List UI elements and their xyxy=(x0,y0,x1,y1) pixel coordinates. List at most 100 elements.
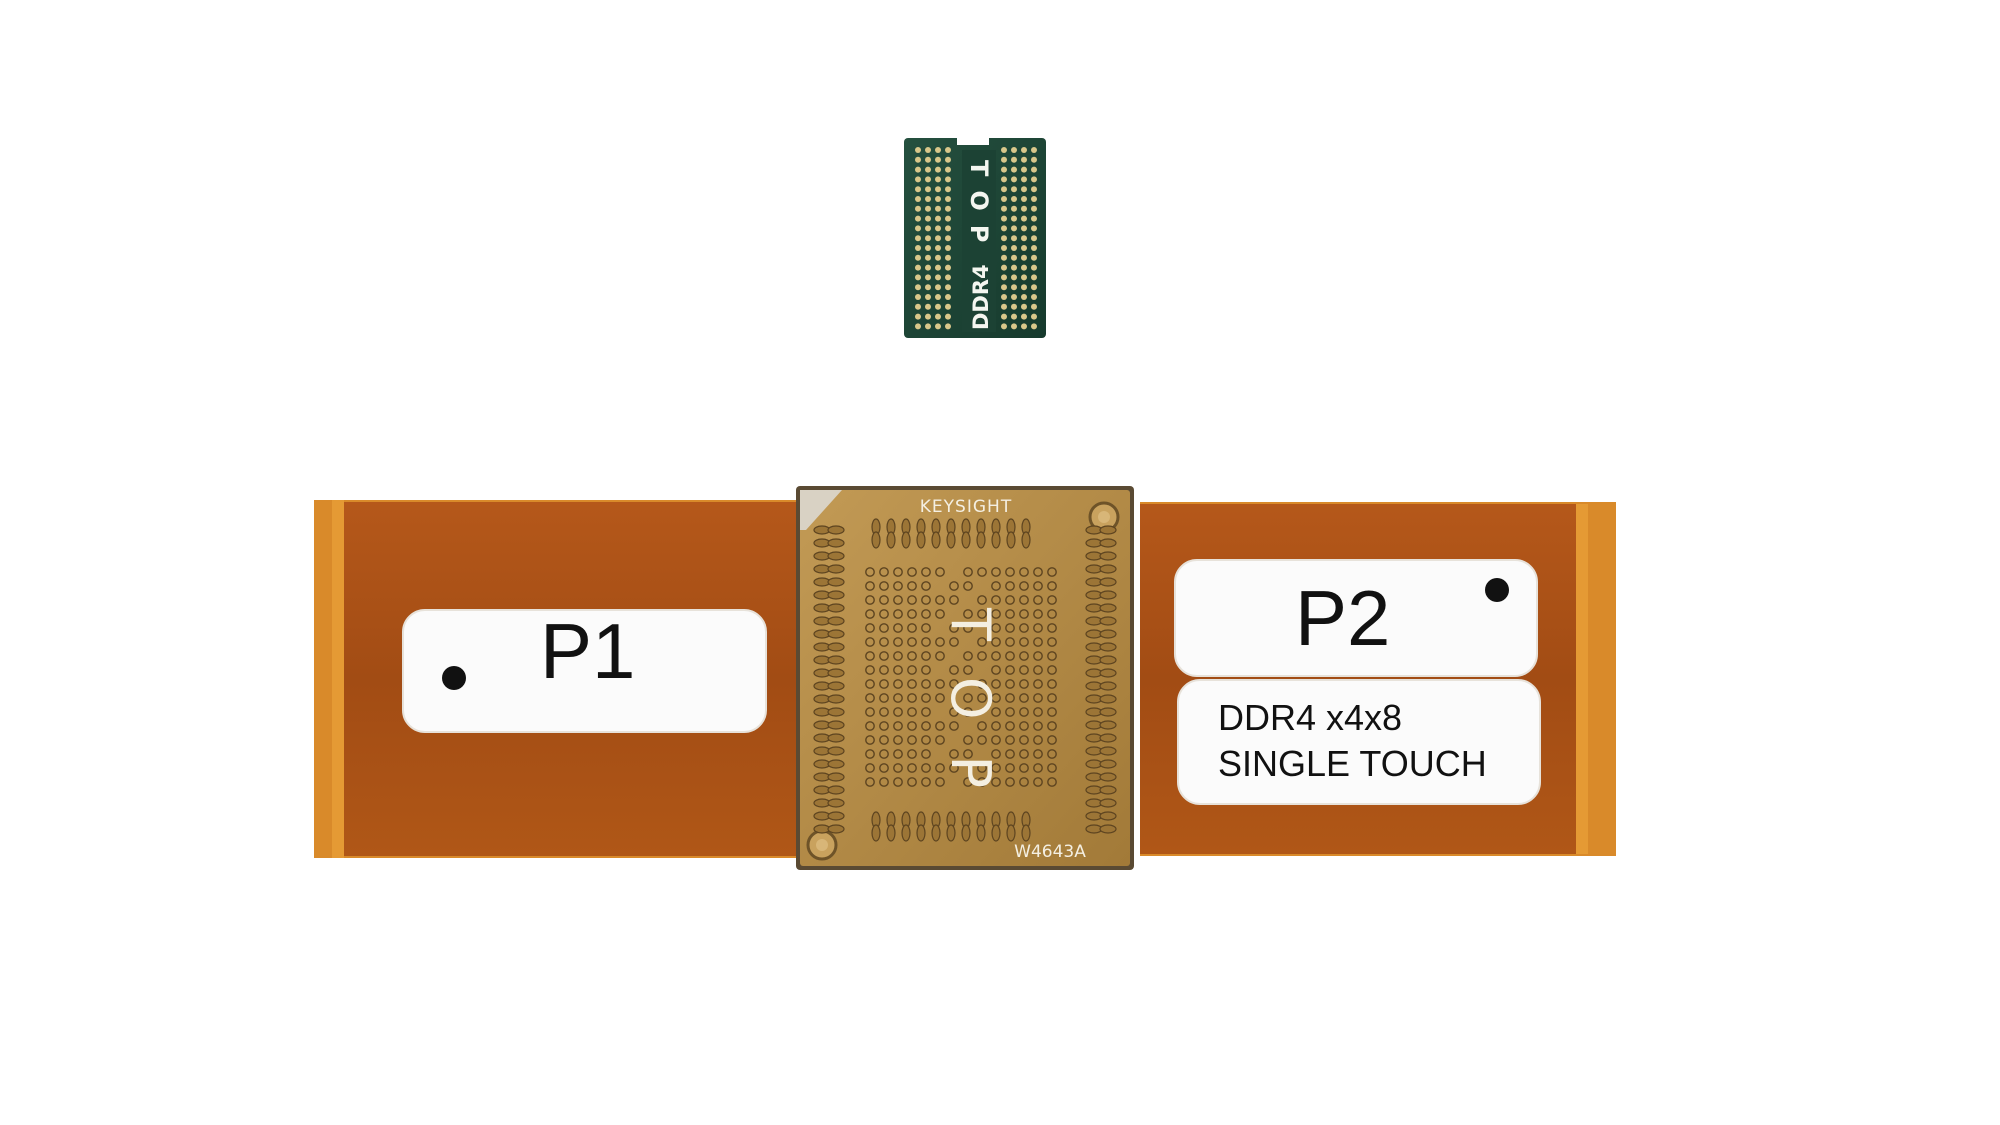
side-pad xyxy=(827,681,845,691)
via xyxy=(907,735,917,745)
bottom-pad xyxy=(991,824,1001,842)
via xyxy=(977,763,987,773)
via xyxy=(879,623,889,633)
via xyxy=(1047,609,1057,619)
via xyxy=(1019,777,1029,787)
side-pad xyxy=(827,655,845,665)
top-pad xyxy=(871,531,881,549)
solder-ball xyxy=(915,215,921,222)
solder-ball xyxy=(935,313,941,320)
via xyxy=(921,595,931,605)
via xyxy=(893,595,903,605)
solder-ball xyxy=(915,147,921,153)
solder-ball xyxy=(1001,215,1007,222)
solder-ball xyxy=(925,156,931,163)
solder-ball xyxy=(945,235,951,242)
side-pad xyxy=(827,772,845,782)
via xyxy=(963,749,973,759)
via xyxy=(879,609,889,619)
bottom-pad xyxy=(961,824,971,842)
via xyxy=(907,651,917,661)
via xyxy=(949,665,959,675)
label-description-sticker xyxy=(1177,679,1541,805)
via xyxy=(879,595,889,605)
via xyxy=(921,609,931,619)
via xyxy=(907,595,917,605)
via xyxy=(1047,581,1057,591)
solder-ball xyxy=(1031,176,1037,183)
solder-ball xyxy=(1011,254,1017,261)
solder-ball xyxy=(925,186,931,193)
side-pad xyxy=(1099,824,1117,834)
via xyxy=(1005,567,1015,577)
via xyxy=(907,679,917,689)
solder-ball xyxy=(1001,176,1007,183)
via xyxy=(879,763,889,773)
side-pad xyxy=(1099,564,1117,574)
solder-ball xyxy=(925,284,931,291)
via xyxy=(963,707,973,717)
solder-ball xyxy=(925,176,931,183)
via xyxy=(907,707,917,717)
via xyxy=(879,581,889,591)
side-pad xyxy=(827,824,845,834)
side-pad xyxy=(827,551,845,561)
via xyxy=(1047,637,1057,647)
solder-ball xyxy=(1001,245,1007,251)
via xyxy=(879,665,889,675)
probe-center-pad: KEYSIGHT W4643A TOP xyxy=(796,486,1134,870)
solder-ball xyxy=(1011,176,1017,183)
solder-ball xyxy=(1031,303,1037,310)
label-description-line1: DDR4 x4x8 xyxy=(1218,697,1402,738)
via xyxy=(865,763,875,773)
side-pad xyxy=(1099,655,1117,665)
via xyxy=(1033,623,1043,633)
via xyxy=(963,665,973,675)
via xyxy=(1047,665,1057,675)
solder-ball xyxy=(925,254,931,261)
via xyxy=(977,651,987,661)
via xyxy=(1047,749,1057,759)
via xyxy=(865,735,875,745)
side-pad xyxy=(1099,681,1117,691)
solder-ball xyxy=(1031,294,1037,300)
solder-ball xyxy=(1031,254,1037,261)
via xyxy=(865,679,875,689)
via xyxy=(1019,721,1029,731)
solder-ball xyxy=(935,166,941,173)
side-pad xyxy=(827,590,845,600)
via xyxy=(1047,777,1057,787)
via xyxy=(963,735,973,745)
via xyxy=(893,707,903,717)
via xyxy=(1047,679,1057,689)
side-pad xyxy=(1099,746,1117,756)
via xyxy=(893,749,903,759)
solder-ball xyxy=(915,323,921,330)
solder-ball xyxy=(945,166,951,173)
solder-ball xyxy=(1021,235,1027,242)
probe-pad-array xyxy=(813,518,1117,842)
via xyxy=(1019,735,1029,745)
bottom-pad xyxy=(1006,824,1016,842)
via xyxy=(879,735,889,745)
via xyxy=(949,595,959,605)
via xyxy=(879,693,889,703)
via xyxy=(991,707,1001,717)
solder-ball xyxy=(915,225,921,232)
solder-ball xyxy=(925,245,931,251)
label-p2: P2 xyxy=(1174,559,1538,677)
via xyxy=(935,679,945,689)
via xyxy=(1005,581,1015,591)
solder-ball xyxy=(945,196,951,202)
via xyxy=(977,595,987,605)
solder-ball xyxy=(915,274,921,281)
via xyxy=(949,679,959,689)
solder-ball xyxy=(1011,323,1017,330)
solder-ball xyxy=(935,156,941,163)
solder-ball xyxy=(1021,156,1027,163)
via xyxy=(991,693,1001,703)
via xyxy=(1033,707,1043,717)
via xyxy=(893,693,903,703)
bottom-pad xyxy=(871,824,881,842)
